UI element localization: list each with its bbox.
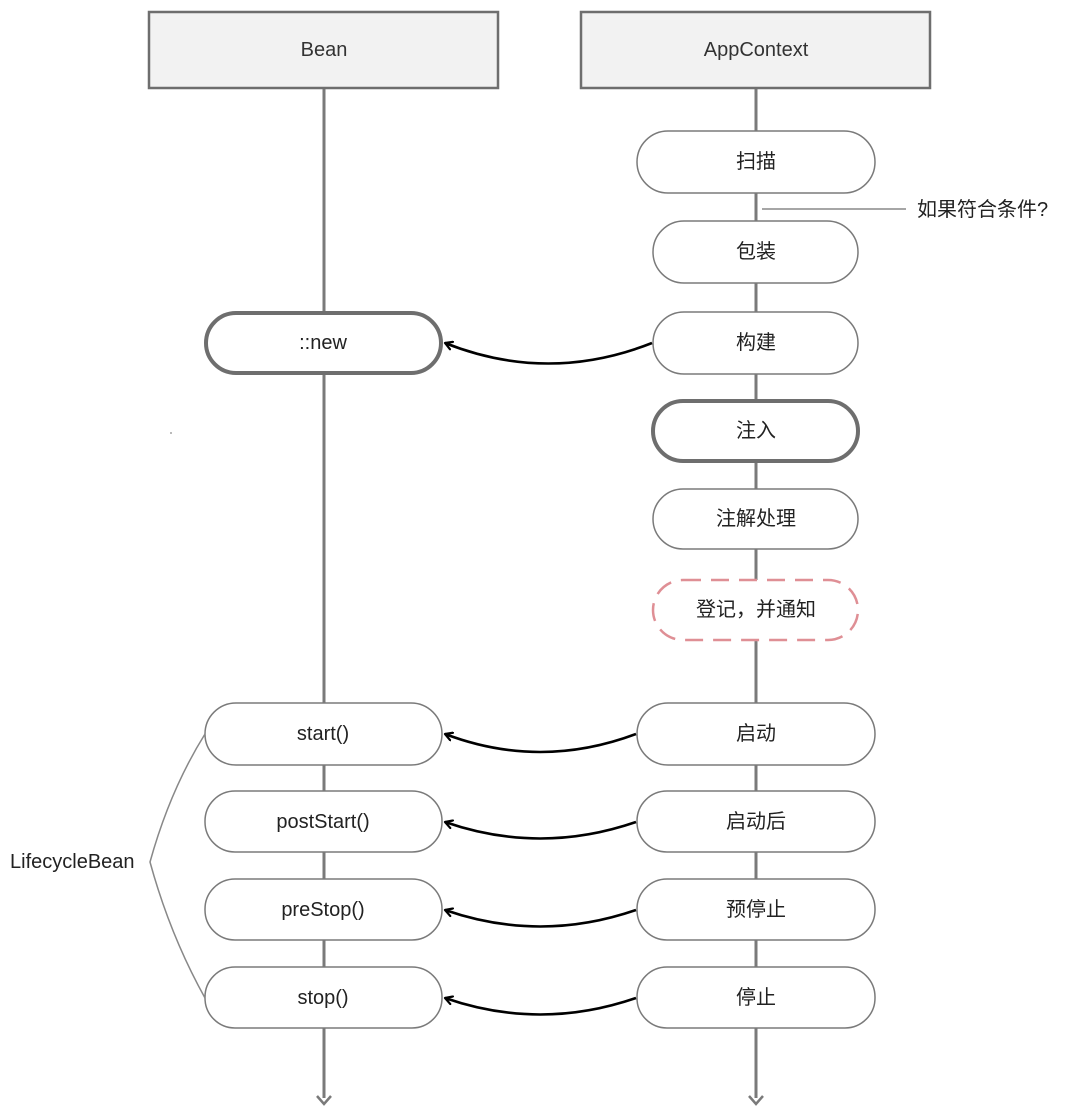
node-pre-stop xyxy=(636,878,876,941)
node-bean-pre-stop-label: preStop() xyxy=(281,899,365,921)
node-after-start xyxy=(636,790,876,853)
node-build-label: 构建 xyxy=(736,332,776,354)
node-start xyxy=(636,702,876,766)
node-start-label: 启动 xyxy=(736,723,776,745)
arrow-stop-to-stop xyxy=(445,998,637,1016)
condition-annotation-label: 如果符合条件? xyxy=(917,199,1049,221)
node-register xyxy=(651,578,860,642)
node-wrap xyxy=(652,220,859,284)
node-bean-start-label: start() xyxy=(296,723,350,745)
lifecycle-bean-label: LifecycleBean xyxy=(10,851,135,873)
lifecycle-brace xyxy=(149,733,206,999)
node-wrap-label: 包装 xyxy=(736,241,776,263)
context-lifeline-arrow-icon xyxy=(748,1095,764,1106)
node-bean-pre-stop xyxy=(204,878,443,941)
node-pre-stop-label: 预停止 xyxy=(726,899,786,921)
node-new xyxy=(204,311,443,375)
node-bean-post-start xyxy=(204,790,443,853)
context-header-label: AppContext xyxy=(703,39,809,61)
node-annotation-label: 注解处理 xyxy=(716,508,796,530)
node-stop-label: 停止 xyxy=(736,987,776,1009)
node-scan xyxy=(636,130,876,194)
node-stop xyxy=(636,966,876,1029)
node-inject xyxy=(651,399,860,463)
arrow-after-start-to-post-start xyxy=(445,822,637,840)
node-inject-label: 注入 xyxy=(736,420,776,442)
bean-header-label: Bean xyxy=(300,39,348,61)
node-register-label: 登记，并通知 xyxy=(696,599,816,621)
node-bean-stop-label: stop() xyxy=(297,987,349,1009)
bean-lifeline-arrow-icon xyxy=(316,1095,332,1106)
node-bean-post-start-label: postStart() xyxy=(276,811,370,833)
node-after-start-label: 启动后 xyxy=(726,811,786,833)
stray-dot xyxy=(170,432,172,434)
arrow-pre-stop-to-pre-stop xyxy=(445,910,637,928)
arrow-build-to-new xyxy=(445,343,653,365)
node-scan-label: 扫描 xyxy=(736,151,776,173)
node-annotation xyxy=(652,488,859,550)
bean-header-box xyxy=(147,10,500,90)
node-build xyxy=(652,311,859,375)
arrow-start-to-start xyxy=(445,734,637,754)
node-new-label: ::new xyxy=(299,332,347,354)
context-header-box xyxy=(579,10,932,90)
